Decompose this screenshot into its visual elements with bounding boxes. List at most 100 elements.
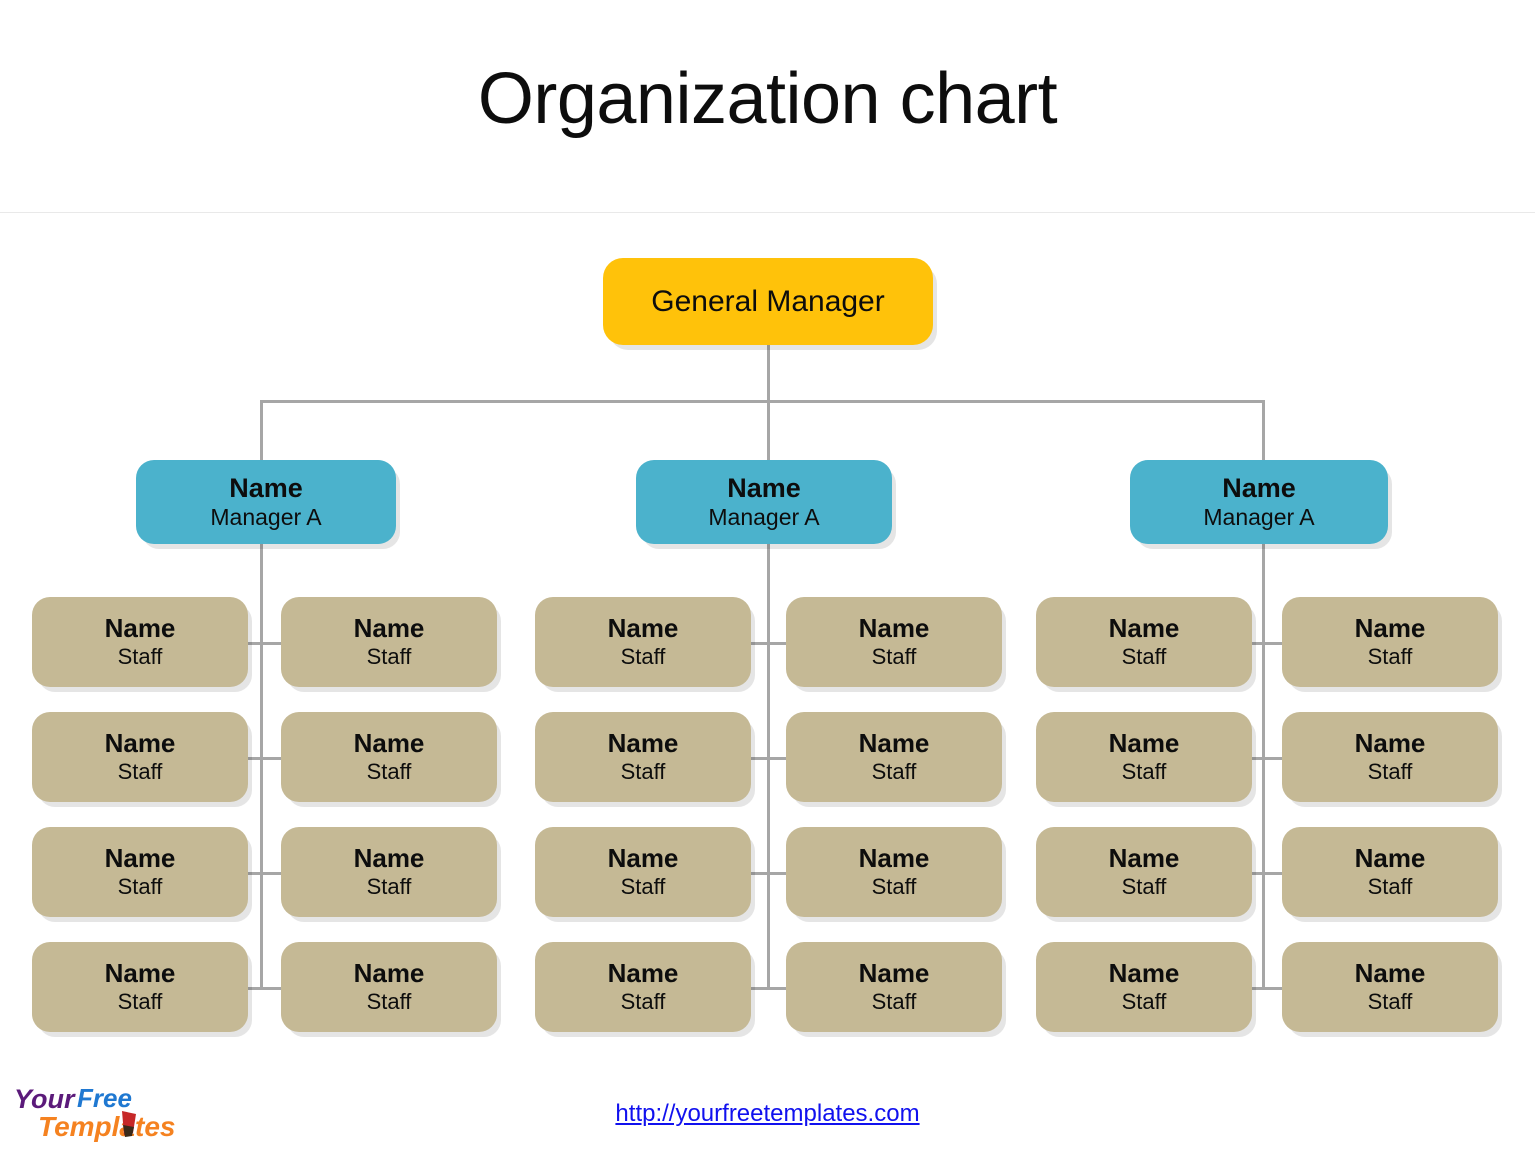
title-divider <box>0 212 1535 213</box>
staff-name: Name <box>104 958 176 989</box>
node-manager-2[interactable]: Name Manager A <box>636 460 892 544</box>
staff-role: Staff <box>117 874 163 900</box>
brand-logo[interactable]: Your Free Templates <box>10 1081 220 1143</box>
staff-name: Name <box>1354 728 1426 759</box>
staff-name: Name <box>353 728 425 759</box>
connector-manager-bus <box>260 400 1265 403</box>
staff-node[interactable]: Name Staff <box>786 827 1002 917</box>
staff-name: Name <box>858 843 930 874</box>
connector-branch-2-row-4 <box>722 987 814 990</box>
staff-node[interactable]: Name Staff <box>1036 597 1252 687</box>
page-title: Organization chart <box>477 59 1058 139</box>
staff-node[interactable]: Name Staff <box>535 597 751 687</box>
staff-role: Staff <box>1367 759 1413 785</box>
staff-role: Staff <box>117 759 163 785</box>
node-manager-3[interactable]: Name Manager A <box>1130 460 1388 544</box>
staff-role: Staff <box>1367 874 1413 900</box>
staff-name: Name <box>858 728 930 759</box>
staff-node[interactable]: Name Staff <box>1282 827 1498 917</box>
connector-bus-to-manager-2 <box>767 400 770 462</box>
connector-branch-2-row-1 <box>722 642 814 645</box>
node-manager-3-name: Name <box>1222 473 1296 504</box>
staff-name: Name <box>104 728 176 759</box>
staff-name: Name <box>1108 728 1180 759</box>
staff-name: Name <box>104 843 176 874</box>
staff-role: Staff <box>871 759 917 785</box>
staff-node[interactable]: Name Staff <box>32 942 248 1032</box>
connector-branch-3-row-2 <box>1217 757 1309 760</box>
footer-url-link[interactable]: http://yourfreetemplates.com <box>615 1100 920 1127</box>
staff-role: Staff <box>1121 989 1167 1015</box>
logo-word-free: Free <box>77 1083 132 1113</box>
node-general-manager[interactable]: General Manager <box>603 258 933 345</box>
logo-word-templates: Templates <box>38 1111 175 1142</box>
staff-name: Name <box>607 843 679 874</box>
staff-name: Name <box>1354 958 1426 989</box>
staff-node[interactable]: Name Staff <box>281 597 497 687</box>
node-general-manager-label: General Manager <box>651 285 885 318</box>
staff-name: Name <box>607 958 679 989</box>
staff-node[interactable]: Name Staff <box>32 597 248 687</box>
staff-node[interactable]: Name Staff <box>1036 827 1252 917</box>
staff-role: Staff <box>117 644 163 670</box>
staff-role: Staff <box>871 874 917 900</box>
staff-role: Staff <box>1121 644 1167 670</box>
connector-branch-2-spine <box>767 544 770 990</box>
staff-role: Staff <box>366 759 412 785</box>
staff-node[interactable]: Name Staff <box>32 827 248 917</box>
staff-node[interactable]: Name Staff <box>32 712 248 802</box>
node-manager-3-role: Manager A <box>1203 504 1315 531</box>
staff-node[interactable]: Name Staff <box>535 827 751 917</box>
connector-branch-3-row-4 <box>1217 987 1309 990</box>
staff-name: Name <box>353 958 425 989</box>
staff-role: Staff <box>1367 644 1413 670</box>
staff-name: Name <box>1354 843 1426 874</box>
staff-role: Staff <box>366 989 412 1015</box>
staff-role: Staff <box>620 874 666 900</box>
staff-node[interactable]: Name Staff <box>786 712 1002 802</box>
staff-node[interactable]: Name Staff <box>281 827 497 917</box>
staff-role: Staff <box>117 989 163 1015</box>
staff-name: Name <box>858 613 930 644</box>
staff-node[interactable]: Name Staff <box>535 942 751 1032</box>
staff-node[interactable]: Name Staff <box>1036 712 1252 802</box>
staff-node[interactable]: Name Staff <box>535 712 751 802</box>
node-manager-2-role: Manager A <box>708 504 820 531</box>
connector-branch-3-spine <box>1262 544 1265 990</box>
staff-role: Staff <box>1121 874 1167 900</box>
staff-role: Staff <box>620 644 666 670</box>
staff-role: Staff <box>1367 989 1413 1015</box>
connector-branch-1-spine <box>260 544 263 990</box>
connector-branch-3-row-1 <box>1217 642 1309 645</box>
staff-role: Staff <box>620 759 666 785</box>
staff-node[interactable]: Name Staff <box>1036 942 1252 1032</box>
staff-name: Name <box>607 613 679 644</box>
node-manager-1[interactable]: Name Manager A <box>136 460 396 544</box>
staff-name: Name <box>353 613 425 644</box>
connector-branch-1-row-2 <box>215 757 307 760</box>
staff-node[interactable]: Name Staff <box>1282 712 1498 802</box>
staff-name: Name <box>1108 613 1180 644</box>
logo-word-your: Your <box>14 1084 76 1114</box>
connector-bus-to-manager-3 <box>1262 400 1265 462</box>
staff-role: Staff <box>366 874 412 900</box>
staff-node[interactable]: Name Staff <box>281 942 497 1032</box>
staff-node[interactable]: Name Staff <box>786 942 1002 1032</box>
title-area: Organization chart <box>0 0 1535 213</box>
staff-node[interactable]: Name Staff <box>1282 942 1498 1032</box>
staff-node[interactable]: Name Staff <box>1282 597 1498 687</box>
connector-branch-2-row-3 <box>722 872 814 875</box>
node-manager-1-role: Manager A <box>210 504 322 531</box>
connector-branch-1-row-1 <box>215 642 307 645</box>
staff-name: Name <box>858 958 930 989</box>
staff-role: Staff <box>1121 759 1167 785</box>
staff-node[interactable]: Name Staff <box>786 597 1002 687</box>
node-manager-2-name: Name <box>727 473 801 504</box>
staff-name: Name <box>1108 958 1180 989</box>
staff-name: Name <box>1354 613 1426 644</box>
staff-node[interactable]: Name Staff <box>281 712 497 802</box>
connector-branch-3-row-3 <box>1217 872 1309 875</box>
node-manager-1-name: Name <box>229 473 303 504</box>
connector-gm-drop <box>767 345 770 403</box>
